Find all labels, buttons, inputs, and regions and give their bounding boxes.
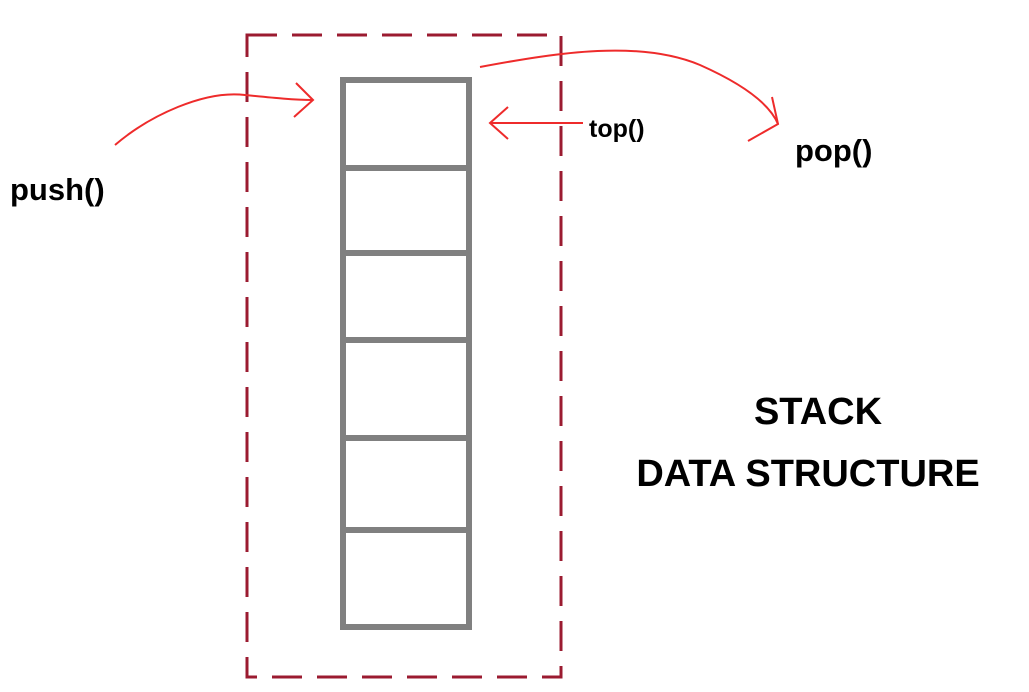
stack-slot <box>340 250 472 343</box>
stack-cells <box>340 77 472 630</box>
stack-slot <box>340 527 472 630</box>
stack-slot <box>340 337 472 441</box>
push-arrowhead <box>293 82 315 118</box>
title-line-2: DATA STRUCTURE <box>636 453 979 495</box>
top-arrowhead <box>488 106 509 140</box>
stack-slot <box>340 435 472 533</box>
pop-arrowhead <box>747 96 780 142</box>
title-line-1: STACK <box>754 391 883 433</box>
pop-label: pop() <box>795 133 872 168</box>
push-arrow <box>114 93 313 146</box>
top-label: top() <box>589 115 645 143</box>
stack-slot <box>340 165 472 256</box>
push-label: push() <box>10 172 105 207</box>
stack-slot <box>340 77 472 171</box>
stack-container-dashed-border <box>245 33 563 679</box>
pop-arrow <box>479 49 779 125</box>
